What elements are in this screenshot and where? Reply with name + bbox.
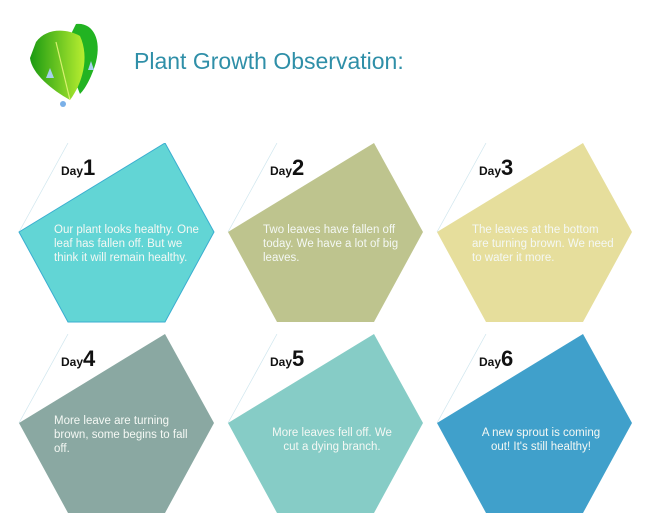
day-4-card: Day4 More leave are turning brown, some … xyxy=(18,334,216,514)
day-label: Day3 xyxy=(479,155,513,181)
day-observation-text: Our plant looks healthy. One leaf has fa… xyxy=(54,224,199,264)
day-number: 3 xyxy=(501,155,514,180)
day-2-card: Day2 Two leaves have fallen off today. W… xyxy=(227,143,425,323)
day-3-card: Day3 The leaves at the bottom are turnin… xyxy=(436,143,634,323)
day-number: 1 xyxy=(83,155,96,180)
pentagon-shape xyxy=(18,334,214,513)
day-label: Day6 xyxy=(479,346,513,372)
day-6-card: Day6 A new sprout is coming out! It's st… xyxy=(436,334,634,514)
day-observation-text: Two leaves have fallen off today. We hav… xyxy=(263,224,399,264)
day-number: 4 xyxy=(83,346,96,371)
day-word: Day xyxy=(270,355,293,369)
day-observation-text: A new sprout is coming out! It's still h… xyxy=(481,427,601,453)
leaf-logo-icon xyxy=(30,23,98,107)
day-1-card: Day1 Our plant looks healthy. One leaf h… xyxy=(18,143,216,323)
day-label: Day1 xyxy=(61,155,95,181)
day-number: 5 xyxy=(292,346,305,371)
day-word: Day xyxy=(61,355,84,369)
day-word: Day xyxy=(479,355,502,369)
day-label: Day4 xyxy=(61,346,95,372)
day-word: Day xyxy=(479,164,502,178)
page-title: Plant Growth Observation: xyxy=(134,48,404,74)
day-number: 2 xyxy=(292,155,305,180)
day-observation-text: More leave are turning brown, some begin… xyxy=(54,415,188,455)
day-observation-text: The leaves at the bottom are turning bro… xyxy=(472,224,614,264)
pentagon-shape xyxy=(18,143,215,323)
day-label: Day5 xyxy=(270,346,304,372)
pentagon-shape xyxy=(436,334,632,513)
day-label: Day2 xyxy=(270,155,304,181)
day-number: 6 xyxy=(501,346,514,371)
day-word: Day xyxy=(61,164,84,178)
day-word: Day xyxy=(270,164,293,178)
pentagon-shape xyxy=(227,334,423,513)
day-5-card: Day5 More leaves fell off. We cut a dyin… xyxy=(227,334,425,514)
day-observation-text: More leaves fell off. We cut a dying bra… xyxy=(272,427,392,453)
pentagon-shape xyxy=(227,143,423,322)
pentagon-shape xyxy=(436,143,632,322)
